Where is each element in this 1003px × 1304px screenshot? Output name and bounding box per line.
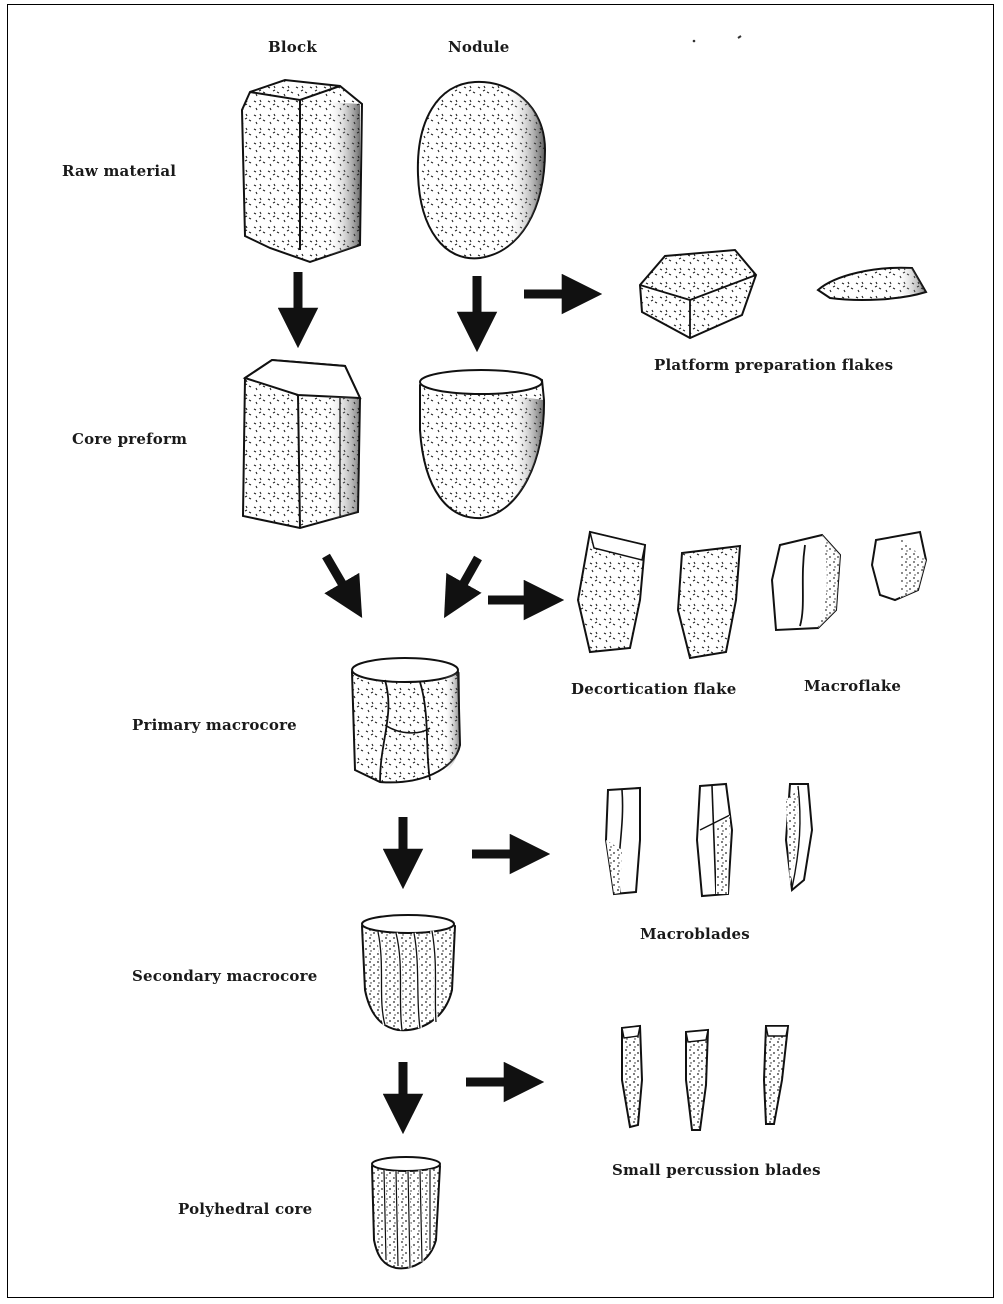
- macroflake-2: [872, 532, 926, 600]
- preform-block-illustration: [243, 360, 360, 528]
- stage-label-polyhedral-core: Polyhedral core: [178, 1200, 312, 1218]
- product-label-macroblades: Macroblades: [640, 925, 750, 943]
- macroblade-1: [606, 788, 640, 894]
- product-label-platform-preparation-flakes: Platform preparation flakes: [654, 356, 893, 374]
- stage-label-secondary-macrocore: Secondary macrocore: [132, 967, 318, 985]
- primary-macrocore-illustration: [352, 658, 460, 782]
- product-label-small-percussion-blades: Small percussion blades: [612, 1161, 821, 1179]
- polyhedral-core-illustration: [372, 1157, 440, 1268]
- column-label-nodule: Nodule: [448, 38, 510, 56]
- macroflake-1: [772, 535, 840, 630]
- product-label-decortication-flake: Decortication flake: [571, 680, 736, 698]
- raw-nodule-illustration: [418, 82, 545, 258]
- secondary-macrocore-illustration: [362, 915, 455, 1030]
- platform-flake-small: [818, 268, 926, 300]
- macroblade-2: [697, 784, 732, 896]
- stage-label-primary-macrocore: Primary macrocore: [132, 716, 297, 734]
- stage-label-raw-material: Raw material: [62, 162, 176, 180]
- small-blade-1: [622, 1026, 642, 1127]
- platform-flake-large: [640, 250, 756, 338]
- stage-label-core-preform: Core preform: [72, 430, 187, 448]
- small-blade-3: [764, 1026, 788, 1124]
- arrow-preform-block-to-macrocore: [326, 556, 354, 604]
- preform-nodule-illustration: [420, 370, 544, 518]
- column-label-block: Block: [268, 38, 317, 56]
- small-blade-2: [686, 1030, 708, 1130]
- product-label-macroflake: Macroflake: [804, 677, 901, 695]
- macroblade-3: [786, 784, 812, 890]
- decortication-flake-2: [678, 546, 740, 658]
- raw-block-illustration: [242, 80, 362, 262]
- arrow-preform-nodule-to-macrocore: [452, 558, 478, 604]
- decortication-flake-1: [578, 532, 645, 652]
